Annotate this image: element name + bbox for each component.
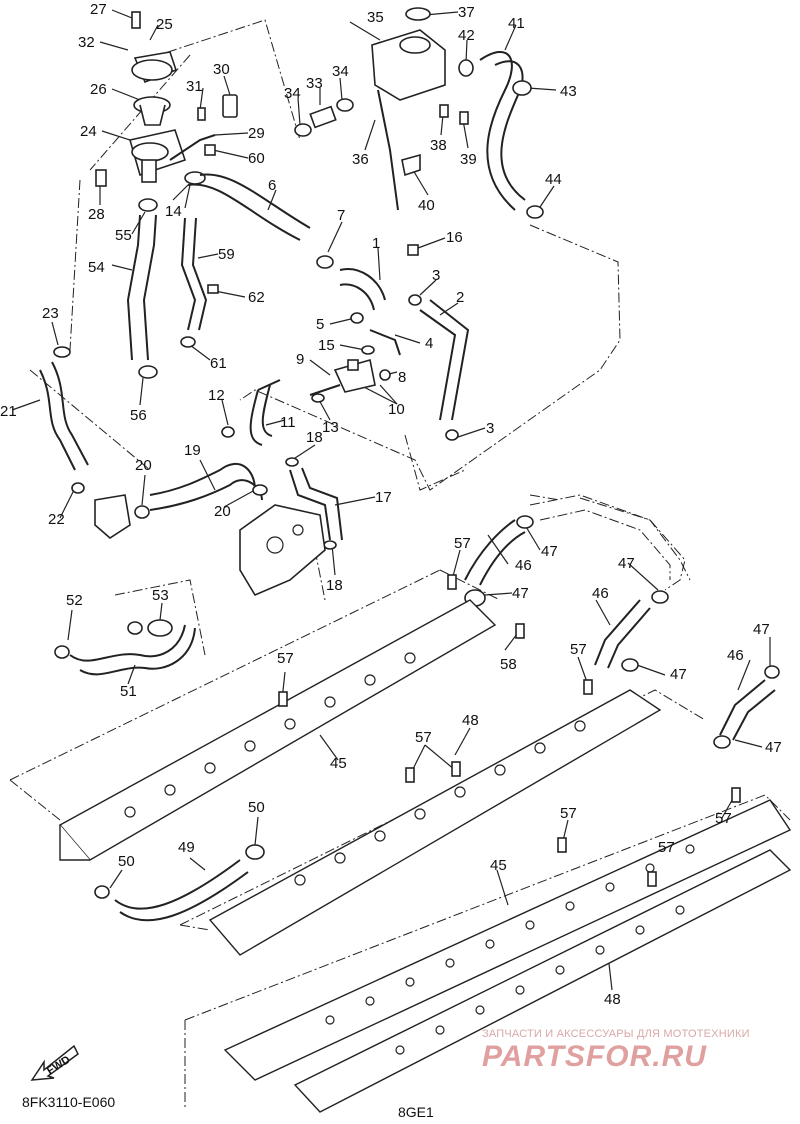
callout-46b: 46 xyxy=(592,585,609,602)
callout-23: 23 xyxy=(42,305,59,322)
callout-61: 61 xyxy=(210,355,227,372)
callout-47f: 47 xyxy=(765,739,782,756)
callout-38: 38 xyxy=(430,137,447,154)
callout-21: 21 xyxy=(0,403,17,420)
callout-47a: 47 xyxy=(541,543,558,560)
callout-57e: 57 xyxy=(560,805,577,822)
model-code: 8GE1 xyxy=(398,1104,434,1120)
callout-labels: 27 25 32 26 31 30 24 29 60 28 14 55 54 5… xyxy=(0,1,782,1008)
callout-5: 5 xyxy=(316,316,324,333)
callout-57a: 57 xyxy=(454,535,471,552)
callout-19: 19 xyxy=(184,442,201,459)
callout-26: 26 xyxy=(90,81,107,98)
callout-9: 9 xyxy=(296,351,304,368)
callout-54: 54 xyxy=(88,259,105,276)
callout-57c: 57 xyxy=(277,650,294,667)
callout-30: 30 xyxy=(213,61,230,78)
callout-50b: 50 xyxy=(118,853,135,870)
callout-8: 8 xyxy=(398,369,406,386)
callout-47e: 47 xyxy=(753,621,770,638)
callout-11: 11 xyxy=(280,414,296,431)
upper-parts xyxy=(39,7,544,539)
hose-49 xyxy=(94,844,265,922)
callout-57f: 57 xyxy=(715,810,732,827)
callout-42: 42 xyxy=(458,27,475,44)
watermark-subtitle: ЗАПЧАСТИ И АКСЕССУАРЫ ДЛЯ МОТОТЕХНИКИ xyxy=(482,1028,750,1040)
watermark-logo: PARTSFOR.RU xyxy=(482,1040,707,1073)
callout-47d: 47 xyxy=(670,666,687,683)
callout-45b: 45 xyxy=(490,857,507,874)
callout-36: 36 xyxy=(352,151,369,168)
callout-6: 6 xyxy=(268,177,276,194)
callout-4: 4 xyxy=(425,335,433,352)
callout-43: 43 xyxy=(560,83,577,100)
callout-47b: 47 xyxy=(618,555,635,572)
callout-50a: 50 xyxy=(248,799,265,816)
callout-46c: 46 xyxy=(727,647,744,664)
callout-2: 2 xyxy=(456,289,464,306)
callout-24: 24 xyxy=(80,123,97,140)
callout-3a: 3 xyxy=(432,267,440,284)
fittings xyxy=(278,574,741,887)
callout-32: 32 xyxy=(78,34,95,51)
callout-55: 55 xyxy=(115,227,132,244)
callout-58: 58 xyxy=(500,656,517,673)
callout-44: 44 xyxy=(545,171,562,188)
callout-34a: 34 xyxy=(284,85,301,102)
middle-parts xyxy=(54,244,470,676)
callout-7: 7 xyxy=(337,207,345,224)
callout-29: 29 xyxy=(248,125,265,142)
callout-51: 51 xyxy=(120,683,137,700)
diagram-code: 8FK3110-E060 xyxy=(22,1094,116,1110)
callout-34b: 34 xyxy=(332,63,349,80)
callout-25: 25 xyxy=(156,16,173,33)
callout-1: 1 xyxy=(372,235,380,252)
callout-57b: 57 xyxy=(570,641,587,658)
callout-16: 16 xyxy=(446,229,463,246)
callout-35: 35 xyxy=(367,9,384,26)
callout-48b: 48 xyxy=(604,991,621,1008)
callout-10: 10 xyxy=(388,401,405,418)
callout-47c: 47 xyxy=(512,585,529,602)
callout-45a: 45 xyxy=(330,755,347,772)
callout-13: 13 xyxy=(322,419,339,436)
callout-62: 62 xyxy=(248,289,265,306)
callout-15: 15 xyxy=(318,337,335,354)
callout-53: 53 xyxy=(152,587,169,604)
rail-holes xyxy=(124,652,695,1055)
callout-59: 59 xyxy=(218,246,235,263)
callout-48a: 48 xyxy=(462,712,479,729)
callout-20b: 20 xyxy=(214,503,231,520)
callout-41: 41 xyxy=(508,15,525,32)
callout-18b: 18 xyxy=(326,577,343,594)
callout-52: 52 xyxy=(66,592,83,609)
callout-56: 56 xyxy=(130,407,147,424)
callout-37: 37 xyxy=(458,4,475,21)
callout-33: 33 xyxy=(306,75,323,92)
callout-14: 14 xyxy=(165,203,182,220)
callout-40: 40 xyxy=(418,197,435,214)
callout-46a: 46 xyxy=(515,557,532,574)
callout-39: 39 xyxy=(460,151,477,168)
callout-57d: 57 xyxy=(415,729,432,746)
callout-49: 49 xyxy=(178,839,195,856)
callout-17: 17 xyxy=(375,489,392,506)
fwd-arrow-icon: FWD xyxy=(30,1040,80,1087)
callout-27: 27 xyxy=(90,1,107,18)
callout-60: 60 xyxy=(248,150,265,167)
callout-20a: 20 xyxy=(135,457,152,474)
assembly-lines xyxy=(9,19,791,1110)
callout-22: 22 xyxy=(48,511,65,528)
watermark: ЗАПЧАСТИ И АКСЕССУАРЫ ДЛЯ МОТОТЕХНИКИ PA… xyxy=(482,1028,782,1074)
callout-28: 28 xyxy=(88,206,105,223)
callout-18a: 18 xyxy=(306,429,323,446)
callout-31: 31 xyxy=(186,78,203,95)
callout-57g: 57 xyxy=(658,839,675,856)
callout-12: 12 xyxy=(208,387,225,404)
callout-3b: 3 xyxy=(486,420,494,437)
